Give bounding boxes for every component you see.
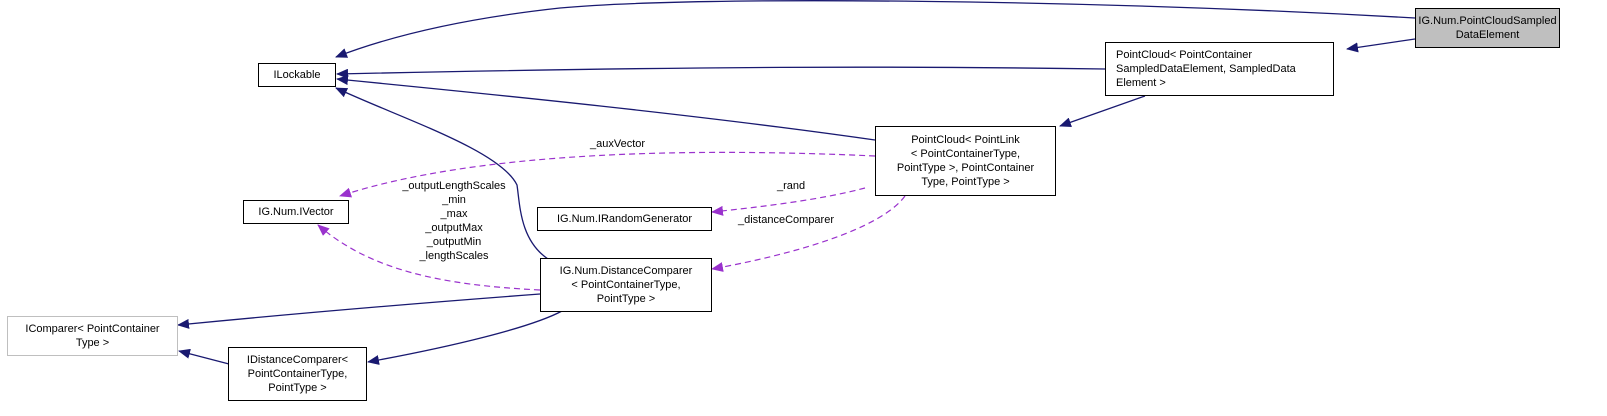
edge-idistance-to-icomparer — [178, 348, 230, 365]
edge-link-to-ivector — [339, 151, 876, 198]
node-distance-comparer[interactable]: IG.Num.DistanceComparer < PointContainer… — [540, 258, 712, 312]
edge-sampled-to-ilockable — [335, 0, 1416, 58]
edge-template-to-pointcloud-link — [1059, 95, 1146, 128]
node-icomparer[interactable]: IComparer< PointContainer Type > — [7, 316, 178, 356]
edge-label-rand: _rand — [777, 180, 806, 192]
edge-label-distance-comparer: _distanceComparer — [738, 214, 834, 226]
edge-distance-to-icomparer — [177, 293, 541, 329]
edge-distance-to-idistance — [367, 310, 563, 365]
edge-label-length-scales: _outputLengthScales _min _max _outputMax… — [402, 180, 506, 262]
edge-template-to-ilockable — [336, 66, 1106, 79]
node-irandom-generator[interactable]: IG.Num.IRandomGenerator — [537, 207, 712, 231]
node-pointcloud-pointlink[interactable]: PointCloud< PointLink < PointContainerTy… — [875, 126, 1056, 196]
node-pointcloud-sampled-data-element[interactable]: IG.Num.PointCloudSampled DataElement — [1415, 8, 1560, 48]
edge-link-to-distance — [711, 195, 906, 272]
node-ivector[interactable]: IG.Num.IVector — [243, 200, 349, 224]
edge-distance-to-ilockable — [335, 87, 549, 260]
node-pointcloud-template[interactable]: PointCloud< PointContainer SampledDataEl… — [1105, 42, 1334, 96]
edge-label-aux-vector: _auxVector — [590, 138, 646, 150]
node-ilockable[interactable]: ILockable — [258, 63, 336, 87]
edge-sampled-to-pointcloud-template — [1346, 38, 1416, 53]
edge-distance-to-ivector — [317, 224, 541, 291]
node-idistance-comparer[interactable]: IDistanceComparer< PointContainerType, P… — [228, 347, 367, 401]
edge-link-to-ilockable — [336, 75, 876, 141]
